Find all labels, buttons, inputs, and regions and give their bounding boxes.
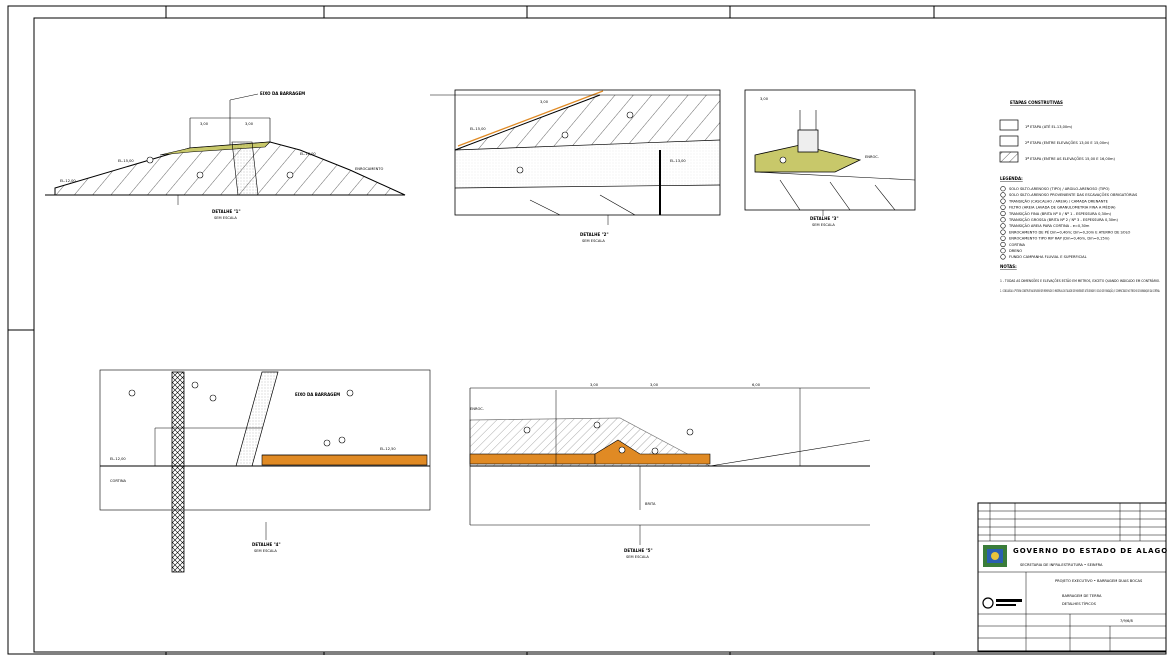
- notes-title: NOTAS:: [1000, 264, 1017, 269]
- svg-text:BRITA: BRITA: [645, 502, 656, 506]
- legend-swatch-stage1: [999, 119, 1019, 131]
- legend-item: DRENO: [1009, 249, 1022, 253]
- sheet-number: 7/9/6/8: [1120, 619, 1133, 623]
- svg-text:EL.15,00: EL.15,00: [118, 159, 134, 163]
- legend-title: ETAPAS CONSTRUTIVAS: [1010, 100, 1063, 105]
- government-seal-icon: [983, 545, 1007, 567]
- detail-3-label: DETALHE "3": [810, 216, 839, 221]
- legend-items: SOLO SILTO-ARENOSO (TIPO) / ARGILO-ARENO…: [1000, 186, 1138, 260]
- legend-item-marker: [1000, 223, 1006, 229]
- crest-label-2: EIXO DA BARRAGEM: [295, 392, 340, 397]
- detail-5-label: DETALHE "5": [624, 548, 653, 553]
- project-title: PROJETO EXECUTIVO • BARRAGEM DUAS BOCAS: [1055, 579, 1143, 583]
- legend-item-marker: [1000, 229, 1006, 235]
- svg-text:3,00: 3,00: [540, 100, 549, 104]
- legend-item-marker: [1000, 235, 1006, 241]
- legend-item-marker: [1000, 204, 1006, 210]
- svg-text:3,00: 3,00: [760, 97, 769, 101]
- svg-text:EL.12,00: EL.12,00: [110, 457, 126, 461]
- legend-item-marker: [1000, 186, 1006, 192]
- subject-line-1: BARRAGEM DE TERRA: [1062, 594, 1102, 598]
- svg-text:3,00: 3,00: [245, 122, 254, 126]
- legend-item: FILTRO (AREIA LAVADA DE GRANULOMETRIA FI…: [1009, 205, 1116, 210]
- note-2: 2 - CONCLUÍDA A 1ª ETAPA CONSTRUTIVA DEV…: [1000, 288, 1160, 293]
- company-logo-icon: [982, 597, 1022, 609]
- legend-item-marker: [1000, 254, 1006, 260]
- svg-text:3,00: 3,00: [650, 383, 659, 387]
- svg-text:3,00: 3,00: [590, 383, 599, 387]
- svg-text:CORTINA: CORTINA: [110, 479, 127, 483]
- legenda-title: LEGENDA:: [1000, 176, 1023, 181]
- detail-1-dam-section: EIXO DA BARRAGEM 3,00 3,00 EL.15,00 EL.16,…: [45, 91, 406, 220]
- legend-item: SOLO SILTO-ARENOSO PROVENIENTE DAS ESCAV…: [1009, 192, 1138, 197]
- legend-item-marker: [1000, 217, 1006, 223]
- detail-4-scale: SEM ESCALA: [254, 549, 277, 553]
- legend-item-marker: [1000, 198, 1006, 204]
- legend-item: FUNDO CAMPANHA FLUVIAL E SUPERFICIAL: [1009, 255, 1087, 259]
- svg-text:6,00: 6,00: [752, 383, 761, 387]
- detail-4-label: DETALHE "4": [252, 542, 281, 547]
- title-block: GOVERNO DO ESTADO DE ALAGOAS SECRETARIA …: [977, 502, 1167, 652]
- legend-item-marker: [1000, 210, 1006, 217]
- detail-3-scale: SEM ESCALA: [812, 223, 835, 227]
- legend-item: CORTINA: [1009, 243, 1026, 247]
- legend-panel: ETAPAS CONSTRUTIVAS 1ª ETAPA (ATÉ EL.13,…: [999, 100, 1160, 293]
- svg-text:ENROCAMENTO: ENROCAMENTO: [355, 167, 384, 171]
- legend-swatch-stage2: [999, 135, 1019, 147]
- detail-1-scale: SEM ESCALA: [214, 216, 237, 220]
- gov-title: GOVERNO DO ESTADO DE ALAGOAS: [1013, 547, 1167, 555]
- svg-text:EL.12,00: EL.12,00: [60, 179, 76, 183]
- legend-stage2: 2ª ETAPA (ENTRE ELEVAÇÕES 13,00 E 15,00m…: [1025, 140, 1110, 145]
- svg-text:ENROC.: ENROC.: [865, 155, 879, 159]
- crest-label: EIXO DA BARRAGEM: [260, 91, 305, 96]
- detail-1-label: DETALHE "1": [212, 209, 241, 214]
- legend-stage3: 3ª ETAPA (ENTRE AS ELEVAÇÕES 15,00 E 16,…: [1025, 156, 1115, 161]
- legend-item-marker: [1000, 241, 1006, 248]
- legend-item: ENROCAMENTO DE PÉ Dm=0,40m; Dm=0,20m E A…: [1009, 229, 1130, 234]
- legend-item: TRANSIÇÃO FINA (BRITA Nº 0 / Nº 1 - ESPE…: [1008, 211, 1112, 216]
- legend-item: TRANSIÇÃO GROSSA (BRITA Nº 2 / Nº 3 - ES…: [1008, 217, 1119, 222]
- svg-text:EL.16,00: EL.16,00: [300, 152, 316, 156]
- svg-text:ENROC.: ENROC.: [470, 407, 484, 411]
- frame-ticks: [8, 6, 935, 655]
- legend-item: ENROCAMENTO TIPO RIP RAP (Dm=0,40m, Dm=0…: [1009, 237, 1110, 241]
- detail-2-slope: EL.15,00 3,00 EL.13,00 DETALHE "2" SEM ES…: [430, 89, 721, 243]
- svg-text:EL.12,50: EL.12,50: [380, 447, 396, 451]
- svg-text:EL.15,00: EL.15,00: [470, 127, 486, 131]
- secretaria: SECRETARIA DE INFRA-ESTRUTURA • SEINFRA: [1020, 563, 1103, 567]
- detail-2-label: DETALHE "2": [580, 232, 609, 237]
- note-1: 1 - TODAS AS DIMENSÕES E ELEVAÇÕES ESTÃO…: [1000, 278, 1160, 283]
- detail-4-foundation: EIXO DA BARRAGEM EL.12,00 EL.12,50 CORTIN…: [99, 369, 431, 573]
- svg-text:3,00: 3,00: [200, 122, 209, 126]
- legend-item-marker: [1000, 248, 1006, 254]
- legend-item: TRANSIÇÃO (CASCALHO / AREIA) / CAMADA DR…: [1008, 198, 1109, 203]
- detail-2-scale: SEM ESCALA: [582, 239, 605, 243]
- legend-stage1: 1ª ETAPA (ATÉ EL.13,00m): [1025, 124, 1073, 129]
- svg-text:EL.13,00: EL.13,00: [670, 159, 686, 163]
- legend-swatch-stage3: [999, 151, 1019, 163]
- legend-item-marker: [1000, 192, 1006, 198]
- detail-5-scale: SEM ESCALA: [626, 555, 649, 559]
- inner-frame: [33, 17, 1167, 653]
- legend-item: TRANSIÇÃO AREIA PARA CORTINA - e=0,30m: [1008, 223, 1090, 228]
- legend-item: SOLO SILTO-ARENOSO (TIPO) / ARGILO-ARENO…: [1009, 187, 1110, 191]
- subject-line-2: DETALHES TÍPICOS: [1062, 601, 1097, 606]
